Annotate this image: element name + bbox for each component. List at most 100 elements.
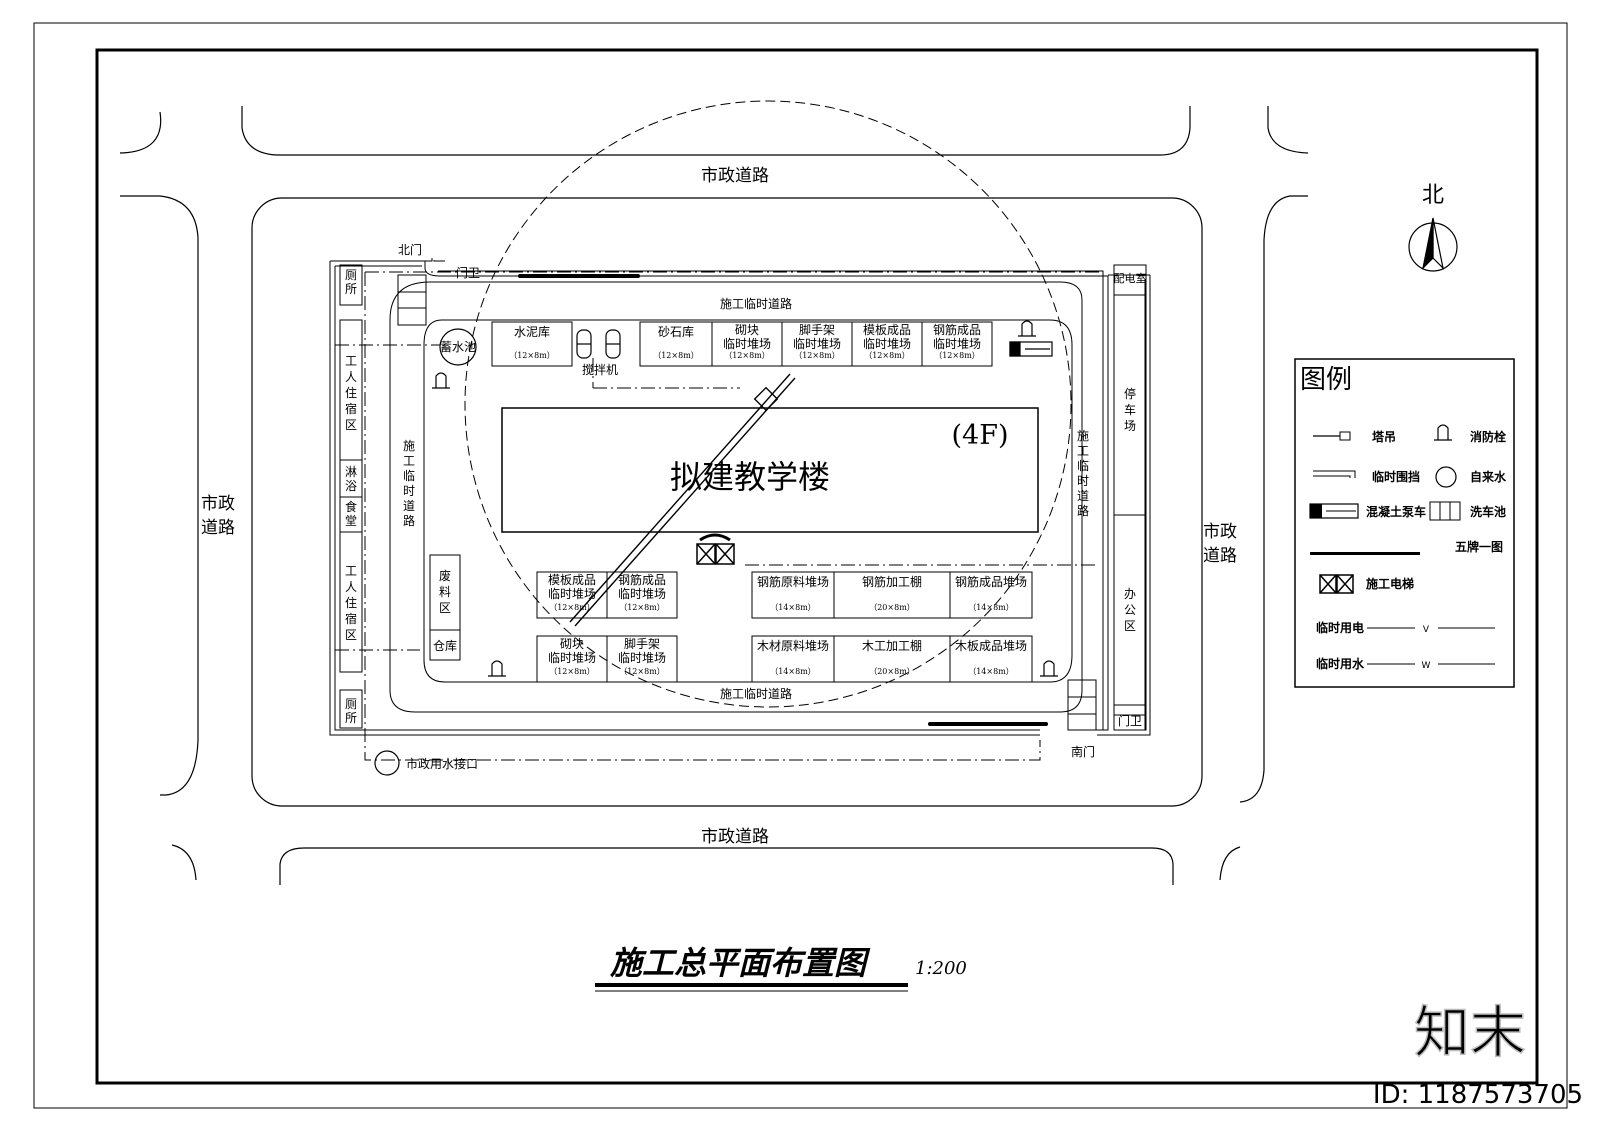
yard-outline [606, 635, 678, 683]
yard-name: 钢筋成品 [618, 572, 666, 587]
storage-yard: 木材原料堆场（14×8m） [751, 635, 835, 683]
yard-size: （12×8m） [549, 603, 595, 612]
vertical-label-text: 停车场 [1124, 386, 1136, 433]
yard-size: （12×8m） [653, 351, 699, 360]
vertical-label-text: 工人住宿区 [345, 354, 357, 432]
yard-name: 模板成品 [863, 323, 911, 337]
vertical-label: 施工临时道路 [1077, 429, 1089, 518]
yard-name: 模板成品 [548, 573, 596, 587]
yard-size: （12×8m） [549, 667, 595, 676]
vertical-label-text: 废料区 [439, 568, 451, 615]
vertical-label: 食堂 [345, 499, 357, 528]
crane-radius [464, 100, 1072, 708]
yard-size: （20×8m） [869, 667, 915, 676]
yard-size: （12×8m） [509, 351, 555, 360]
storage-yard: 水泥库 （12×8m） [491, 321, 573, 367]
yard-outline [949, 571, 1033, 619]
north-gate-label: 北门 [398, 242, 422, 257]
yard-name: 木工加工棚 [862, 638, 922, 653]
yard-name: 临时堆场 [793, 337, 841, 351]
water-tank-circle [439, 328, 477, 366]
temp-road-outer [389, 281, 1083, 713]
yard-name: 临时堆场 [723, 337, 771, 351]
pump-truck-icon [1009, 341, 1053, 357]
yard-name: 砌块 [735, 323, 759, 337]
watermark-id: ID: 1187573705 [1373, 1080, 1583, 1110]
road-bottom-label: 施工临时道路 [720, 686, 792, 701]
site-hoarding [329, 258, 1151, 736]
road-south-label: 市政道路 [701, 827, 769, 847]
yard-name: 砂石库 [658, 324, 694, 339]
legend-hydrant: 消防栓 [1470, 429, 1506, 444]
building-name: 拟建教学楼 [670, 458, 830, 496]
legend-v-mark: V [1423, 625, 1430, 635]
yard-outline [606, 571, 678, 619]
vertical-label-text: 淋浴 [345, 465, 357, 493]
vertical-label: 厕所 [345, 697, 357, 725]
road-north-label: 市政道路 [701, 166, 769, 186]
yard-outline [921, 321, 993, 367]
yard-size: （12×8m） [934, 351, 980, 360]
drawing-scale: 1:200 [915, 958, 967, 979]
vertical-label: 厕所 [345, 268, 357, 296]
storage-yard: 木工加工棚 （20×8m） [833, 635, 951, 683]
watermark-brand: 知末 [1414, 1001, 1526, 1066]
legend-tap-water: 自来水 [1470, 469, 1507, 484]
yard-size: （12×8m） [864, 351, 910, 360]
storage-yard: 钢筋成品堆场（14×8m） [949, 571, 1033, 619]
road-east-label-1: 市政 [1203, 522, 1237, 542]
temp-power-lines [335, 271, 1100, 761]
vertical-label: 施工临时道路 [403, 439, 415, 528]
vertical-label-text: 工人住宿区 [345, 564, 357, 642]
vertical-label: 工人住宿区 [345, 564, 357, 642]
east-facilities [1067, 264, 1147, 731]
vertical-label: 工人住宿区 [345, 354, 357, 432]
legend-w-mark: W [1422, 661, 1431, 671]
yard-size: （12×8m） [619, 667, 665, 676]
west-facilities [339, 264, 461, 729]
north-label: 北 [1422, 183, 1444, 208]
vertical-label-text: 食堂 [345, 499, 357, 528]
yard-name: 水泥库 [514, 324, 550, 339]
temp-road-inner [423, 319, 1073, 683]
sheet-border [33, 22, 1568, 1109]
yard-size: （12×8m） [619, 603, 665, 612]
yard-name: 临时堆场 [863, 337, 911, 351]
yards-top: 水泥库（12×8m）砂石库（12×8m）砌块临时堆场（12×8m）脚手架临时堆场… [491, 321, 993, 367]
road-east-label-2: 道路 [1203, 546, 1237, 566]
hydrant-icons [432, 320, 1058, 677]
yard-name: 砌块 [560, 637, 584, 651]
yards-left: 模板成品临时堆场（12×8m）钢筋成品临时堆场（12×8m）砌块临时堆场（12×… [536, 571, 678, 683]
water-tank-label: 蓄水池 [440, 340, 476, 354]
proposed-building [501, 407, 1039, 533]
legend-title: 图例 [1300, 365, 1352, 395]
vertical-label-text: 厕所 [345, 697, 357, 725]
five-boards-signs [518, 274, 1048, 726]
yard-outline [949, 635, 1033, 683]
legend-hoist: 施工电梯 [1366, 576, 1414, 591]
building-floors: (4F) [952, 420, 1009, 451]
yard-name: 木材原料堆场 [757, 639, 829, 653]
road-west-label-1: 市政 [201, 494, 235, 514]
yard-name: 脚手架 [799, 322, 835, 337]
legend-tower-crane: 塔吊 [1372, 429, 1396, 444]
guard-north-label: 门卫 [456, 265, 480, 280]
yards-right: 钢筋原料堆场（14×8m）钢筋加工棚（20×8m）钢筋成品堆场（14×8m）木材… [751, 571, 1033, 683]
yard-size: （12×8m） [724, 351, 770, 360]
legend-wash-pit: 洗车池 [1470, 504, 1506, 519]
vertical-label: 淋浴 [345, 465, 357, 493]
yard-name: 临时堆场 [548, 651, 596, 665]
yard-size: （20×8m） [869, 603, 915, 612]
site-perimeter-road [251, 197, 1203, 807]
legend-temp-water: 临时用水 [1316, 656, 1365, 671]
vertical-label-text: 办公区 [1124, 586, 1136, 633]
mixer-icons [576, 329, 621, 359]
vertical-label-text: 施工临时道路 [403, 439, 415, 528]
yard-size: （14×8m） [770, 603, 816, 612]
